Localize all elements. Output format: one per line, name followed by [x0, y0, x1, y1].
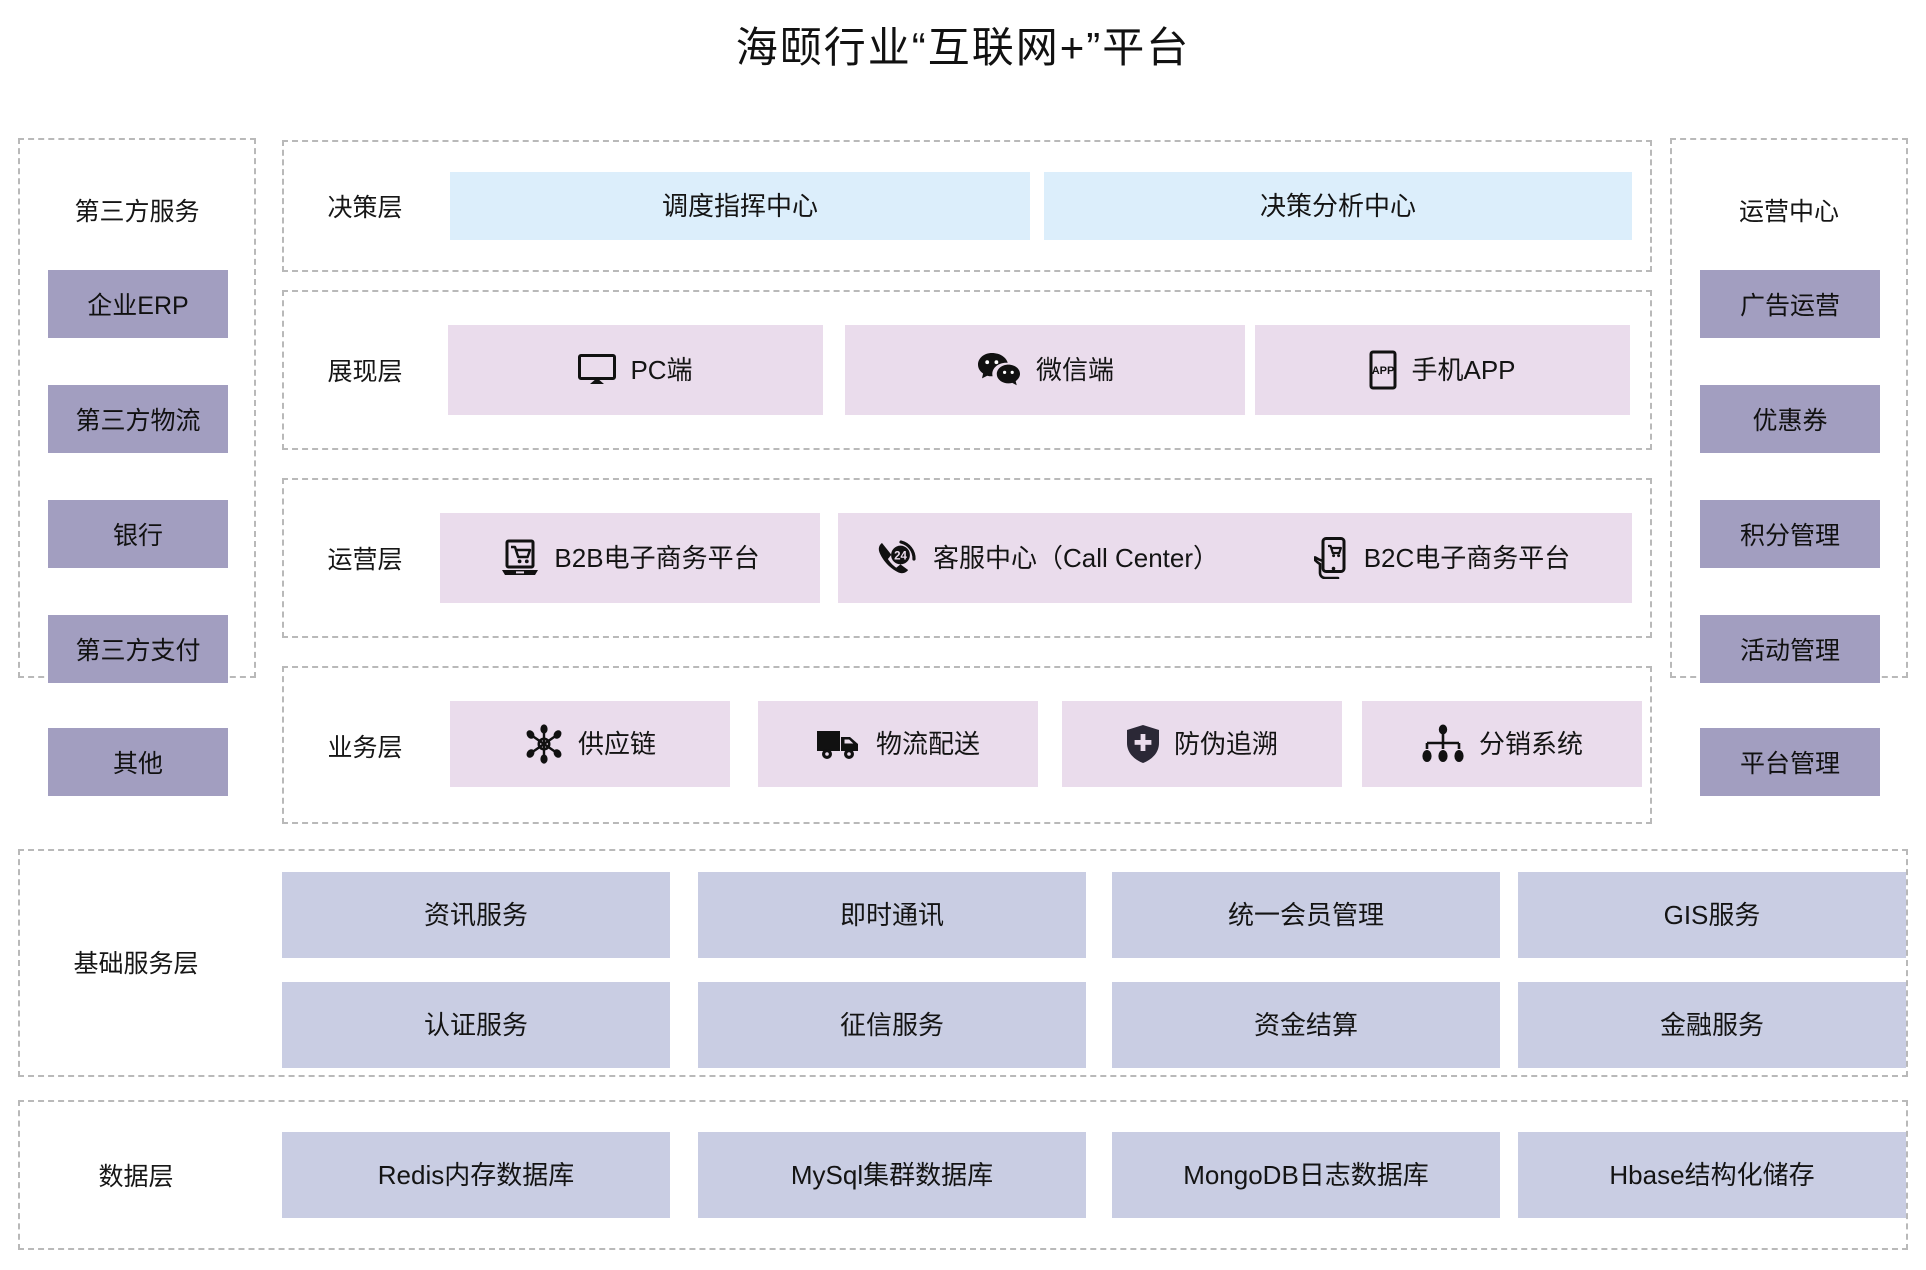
base-service-cell-gis[interactable]: GIS服务 — [1518, 872, 1906, 958]
decision-cell-analysis-center-label: 决策分析中心 — [1259, 191, 1416, 221]
base-service-cell-member[interactable]: 统一会员管理 — [1112, 872, 1500, 958]
presentation-layer-label: 展现层 — [327, 358, 403, 386]
business-cell-distribution-label: 分销系统 — [1478, 729, 1583, 759]
base-service-cell-news-label: 资讯服务 — [423, 900, 528, 930]
data-cell-mysql[interactable]: MySql集群数据库 — [698, 1132, 1086, 1218]
operation-center-item-coupon[interactable]: 优惠券 — [1700, 385, 1880, 453]
monitor-icon — [578, 354, 617, 386]
presentation-cell-mobile-app[interactable]: APP 手机APP — [1255, 325, 1630, 415]
data-layer-container — [18, 1100, 1908, 1250]
presentation-cell-pc-label: PC端 — [630, 355, 693, 385]
operation-cell-call-center-label: 客服中心（Call Center） — [932, 543, 1220, 573]
base-service-cell-im-label: 即时通讯 — [839, 900, 944, 930]
base-service-layer-label: 基础服务层 — [73, 950, 199, 978]
data-cell-mysql-label: MySql集群数据库 — [790, 1160, 994, 1190]
presentation-cell-pc[interactable]: PC端 — [448, 325, 823, 415]
data-cell-hbase[interactable]: Hbase结构化储存 — [1518, 1132, 1906, 1218]
operation-cell-b2c-label: B2C电子商务平台 — [1363, 543, 1571, 573]
third-party-item-logistics[interactable]: 第三方物流 — [48, 385, 228, 453]
wechat-icon — [976, 351, 1022, 389]
decision-cell-analysis-center[interactable]: 决策分析中心 — [1044, 172, 1632, 240]
decision-cell-dispatch-center-label: 调度指挥中心 — [661, 191, 818, 221]
shield-plus-icon — [1126, 724, 1160, 764]
page-title: 海颐行业“互联网+”平台 — [735, 24, 1191, 71]
hand-phone-cart-icon — [1313, 537, 1350, 579]
mobile-app-icon: APP — [1369, 350, 1397, 390]
base-service-cell-settlement[interactable]: 资金结算 — [1112, 982, 1500, 1068]
business-cell-logistics[interactable]: 物流配送 — [758, 701, 1038, 787]
business-layer-container — [282, 666, 1652, 824]
operation-cell-call-center[interactable]: 24 客服中心（Call Center） — [838, 513, 1256, 603]
third-party-item-bank[interactable]: 银行 — [48, 500, 228, 568]
base-service-cell-news[interactable]: 资讯服务 — [282, 872, 670, 958]
laptop-cart-icon — [500, 538, 540, 578]
operation-center-header: 运营中心 — [1738, 198, 1839, 226]
operation-center-item-platform[interactable]: 平台管理 — [1700, 728, 1880, 796]
operation-cell-b2c[interactable]: B2C电子商务平台 — [1252, 513, 1632, 603]
data-cell-redis-label: Redis内存数据库 — [377, 1160, 575, 1190]
operation-cell-b2b-label: B2B电子商务平台 — [554, 543, 760, 573]
data-cell-mongodb[interactable]: MongoDB日志数据库 — [1112, 1132, 1500, 1218]
operation-layer-label: 运营层 — [327, 546, 403, 574]
decision-cell-dispatch-center[interactable]: 调度指挥中心 — [450, 172, 1030, 240]
presentation-cell-wechat-label: 微信端 — [1035, 355, 1114, 385]
base-service-layer-container — [18, 849, 1908, 1077]
operation-cell-b2b[interactable]: B2B电子商务平台 — [440, 513, 820, 603]
data-cell-redis[interactable]: Redis内存数据库 — [282, 1132, 670, 1218]
base-service-cell-credit-label: 征信服务 — [839, 1010, 944, 1040]
third-party-item-other[interactable]: 其他 — [48, 728, 228, 796]
data-layer-label: 数据层 — [98, 1163, 174, 1191]
operation-center-item-ad-operation[interactable]: 广告运营 — [1700, 270, 1880, 338]
svg-text:APP: APP — [1372, 365, 1395, 377]
phone-24-icon: 24 — [875, 538, 919, 578]
business-cell-supply-chain[interactable]: 供应链 — [450, 701, 730, 787]
base-service-cell-finance[interactable]: 金融服务 — [1518, 982, 1906, 1068]
data-cell-mongodb-label: MongoDB日志数据库 — [1183, 1160, 1429, 1190]
business-cell-supply-chain-label: 供应链 — [577, 729, 656, 759]
base-service-cell-auth-label: 认证服务 — [423, 1010, 528, 1040]
truck-icon — [816, 727, 862, 761]
base-service-cell-gis-label: GIS服务 — [1663, 900, 1761, 930]
presentation-cell-wechat[interactable]: 微信端 — [845, 325, 1245, 415]
presentation-layer-container — [282, 290, 1652, 450]
supply-network-icon — [524, 724, 564, 764]
base-service-cell-finance-label: 金融服务 — [1659, 1010, 1764, 1040]
business-layer-label: 业务层 — [327, 734, 403, 762]
distribution-icon — [1421, 724, 1465, 764]
data-cell-hbase-label: Hbase结构化储存 — [1609, 1160, 1815, 1190]
third-party-item-payment[interactable]: 第三方支付 — [48, 615, 228, 683]
business-cell-anti-counterfeit[interactable]: 防伪追溯 — [1062, 701, 1342, 787]
third-party-item-enterprise-erp[interactable]: 企业ERP — [48, 270, 228, 338]
base-service-cell-member-label: 统一会员管理 — [1227, 900, 1384, 930]
svg-text:24: 24 — [894, 550, 907, 562]
base-service-cell-credit[interactable]: 征信服务 — [698, 982, 1086, 1068]
presentation-cell-mobile-app-label: 手机APP — [1411, 355, 1516, 385]
business-cell-distribution[interactable]: 分销系统 — [1362, 701, 1642, 787]
operation-center-item-points[interactable]: 积分管理 — [1700, 500, 1880, 568]
base-service-cell-auth[interactable]: 认证服务 — [282, 982, 670, 1068]
operation-center-item-campaign[interactable]: 活动管理 — [1700, 615, 1880, 683]
business-cell-logistics-label: 物流配送 — [875, 729, 980, 759]
decision-layer-container — [282, 140, 1652, 272]
decision-layer-label: 决策层 — [327, 194, 403, 222]
third-party-services-header: 第三方服务 — [74, 198, 200, 226]
operation-layer-container — [282, 478, 1652, 638]
base-service-cell-im[interactable]: 即时通讯 — [698, 872, 1086, 958]
base-service-cell-settlement-label: 资金结算 — [1253, 1010, 1358, 1040]
business-cell-anti-counterfeit-label: 防伪追溯 — [1173, 729, 1278, 759]
